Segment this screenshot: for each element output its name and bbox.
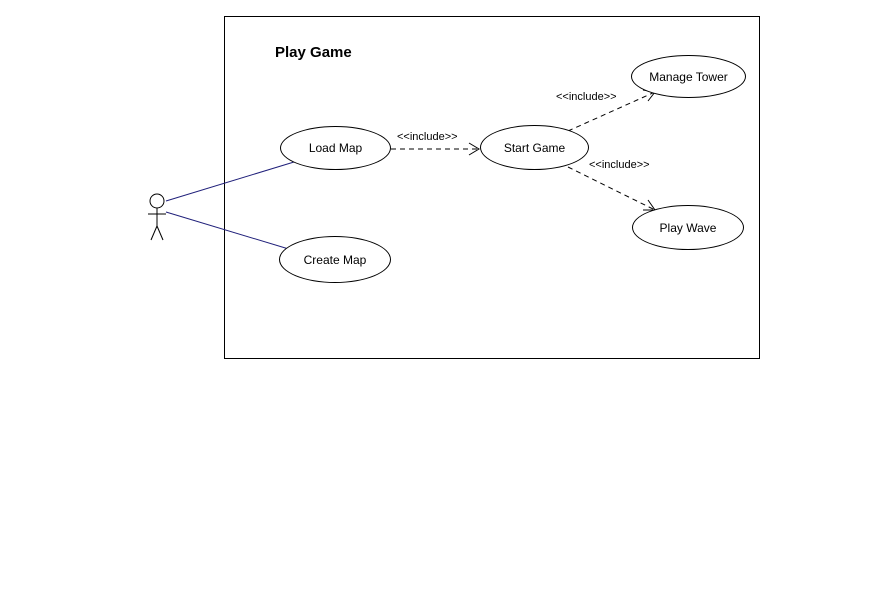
use-case-load-map[interactable]: Load Map [280,126,391,170]
include-start-to-manage-line[interactable] [567,91,656,132]
actor-figure[interactable] [148,193,166,241]
include-label-load-to-start: <<include>> [397,131,458,143]
include-label-start-to-manage: <<include>> [556,91,617,103]
include-label-start-to-wave: <<include>> [589,159,650,171]
use-case-create-map[interactable]: Create Map [279,236,391,283]
actor-head [149,193,165,209]
association-load-map[interactable] [165,161,295,202]
actor-left-leg [150,225,158,241]
actor-right-leg [156,225,164,241]
system-title: Play Game [275,44,352,61]
include-start-to-wave-line[interactable] [567,166,656,211]
use-case-play-wave[interactable]: Play Wave [632,205,744,250]
use-case-manage-tower[interactable]: Manage Tower [631,55,746,98]
association-create-map[interactable] [165,211,293,251]
include-load-to-start-arrowhead [468,142,480,156]
use-case-start-game[interactable]: Start Game [480,125,589,170]
